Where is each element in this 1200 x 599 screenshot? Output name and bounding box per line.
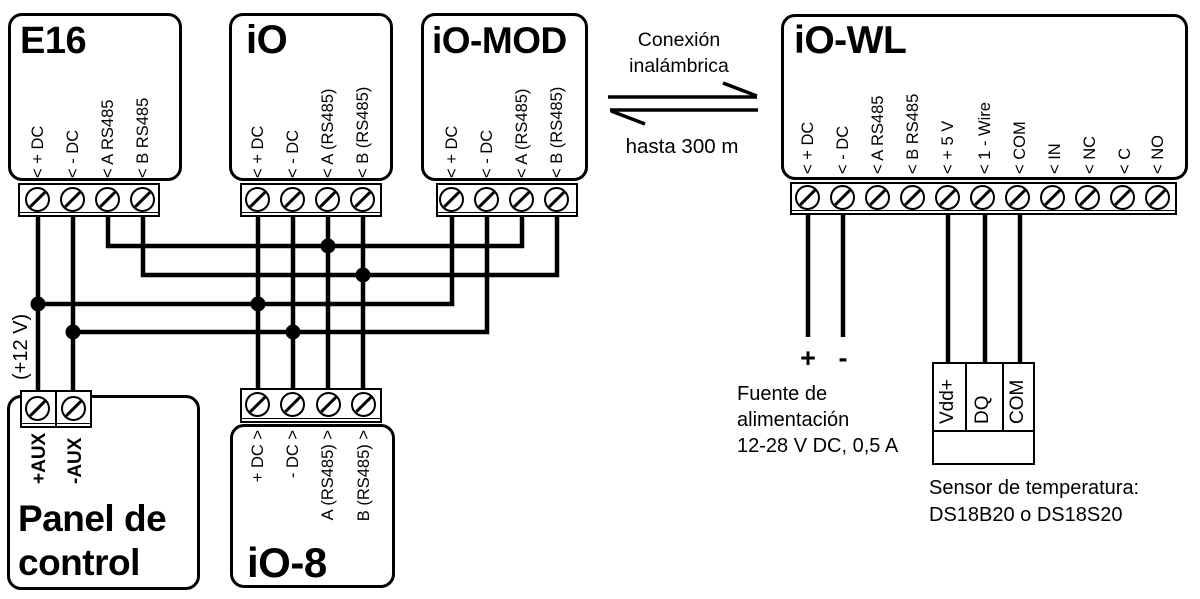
rs485-b-bus-wire [140,210,560,278]
device-box-iowl [781,14,1188,180]
terminal-label: < B (RS485) [354,86,372,178]
device-box-e16 [8,13,182,181]
sensor-divider [1002,364,1004,430]
sensor-caption-line2: DS18B20 o DS18S20 [929,504,1123,526]
junction-dot [320,238,336,254]
terminal-strip-e16 [18,183,160,217]
rs485-a-bus-wire [105,210,525,249]
junction-dot [355,267,371,283]
device-title-e16: E16 [20,20,87,62]
terminal-label: < COM [1011,121,1029,174]
device-box-io8 [230,424,395,588]
sensor-pin-label: DQ [972,395,993,425]
junction-dots [30,238,371,340]
wireless-caption-line1: Conexión [637,29,721,51]
terminal-strip-iowl [790,182,1177,215]
terminal-label: < - DC [284,129,302,178]
terminal-label: < + 5 V [939,120,957,174]
terminal-label: < B (RS485) [548,86,566,178]
device-title-iowl: iO-WL [794,19,907,62]
sensor-caption: Sensor de temperatura: DS18B20 o DS18S20 [929,475,1139,529]
device-title-io8: iO-8 [247,539,327,586]
wireless-caption: Conexión inalámbrica [598,27,760,79]
terminal-label: - DC > [284,430,302,479]
dc-plus-bus-wire [38,210,455,307]
terminal-strip-panel [20,390,92,428]
terminal-label: < B RS485 [904,93,922,174]
terminal-strip-iomod [436,183,578,217]
power-supply-line2: alimentación [737,409,850,431]
terminal-label: < IN [1046,143,1064,174]
terminal-label: < - DC [478,129,496,178]
terminal-label: + DC > [249,430,267,483]
terminal-label: < A (RS485) [513,88,531,178]
sensor-pin-label: Vdd+ [937,379,958,424]
terminal-label: < NC [1081,135,1099,174]
terminal-label: < + DC [29,125,47,178]
wireless-caption-line2: inalámbrica [629,55,729,77]
power-supply-line3: 12-28 V DC, 0,5 A [737,435,899,457]
plus-12v-label: (+12 V) [10,313,32,380]
terminal-label: < + DC [799,121,817,174]
panel-title-line2: control [18,542,140,583]
strip-divider [55,392,57,426]
wireless-range-label: hasta 300 m [625,135,739,158]
terminal-label: < 1 - Wire [976,102,994,174]
device-box-iomod [421,13,588,181]
junction-dot [285,324,301,340]
terminal-label: < - DC [834,125,852,174]
junction-dot [65,324,81,340]
terminal-label: < A (RS485) [319,88,337,178]
panel-title-line1: Panel de [18,498,167,539]
terminal-label: A (RS485) > [319,430,337,521]
terminal-strip-io [240,183,382,217]
terminal-label: +AUX [29,432,50,484]
power-supply-line1: Fuente de [737,383,828,405]
terminal-label: < NO [1149,135,1167,174]
terminal-label: < A RS485 [869,95,887,174]
terminal-label: -AUX [65,437,86,484]
minus-sign: - [838,343,848,373]
terminal-label: < + DC [249,125,267,178]
wireless-arrows-icon [608,81,758,126]
device-title-iomod: iO-MOD [432,20,567,61]
dc-minus-bus-wire [73,210,490,335]
device-title-panel: Panel de control [18,497,167,585]
terminal-label: < B RS485 [134,97,152,178]
junction-dot [30,296,46,312]
terminal-label: < - DC [64,129,82,178]
terminal-label: < + DC [443,125,461,178]
device-box-io [229,13,393,181]
sensor-divider [965,364,967,430]
sensor-pin-label: COM [1007,379,1028,424]
terminal-label: < C [1116,147,1134,174]
terminal-label: B (RS485) > [355,430,373,522]
plus-sign: + [800,343,816,373]
terminal-label: < A RS485 [99,99,117,178]
power-supply-caption: Fuente de alimentación 12-28 V DC, 0,5 A [737,381,898,459]
terminal-strip-io8 [240,388,382,423]
sensor-caption-line1: Sensor de temperatura: [929,477,1140,499]
sensor-divider [934,430,1033,432]
junction-dot [250,296,266,312]
device-title-io: iO [246,18,288,62]
temperature-sensor-box [932,362,1035,465]
